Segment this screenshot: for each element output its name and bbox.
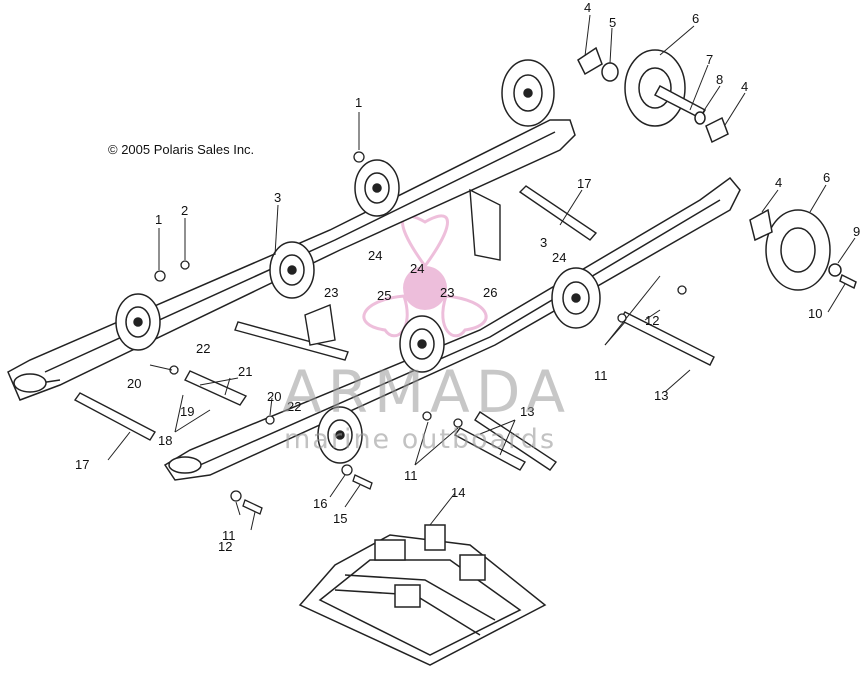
callout-11: 11 [222, 528, 236, 543]
leader-lines [107, 14, 856, 531]
cross-shafts [73, 185, 715, 471]
callout-26: 26 [483, 285, 497, 300]
callout-21: 21 [238, 364, 252, 379]
callout-7: 7 [706, 52, 713, 67]
callout-3: 3 [274, 190, 281, 205]
callout-6: 6 [692, 11, 699, 26]
callout-12: 12 [645, 313, 659, 328]
callout-14: 14 [451, 485, 465, 500]
callout-11: 11 [404, 468, 418, 483]
rail-wheels [115, 59, 601, 464]
callout-13: 13 [520, 404, 534, 419]
callout-1: 1 [155, 212, 162, 227]
callout-11: 11 [594, 368, 608, 383]
callout-19: 19 [180, 404, 194, 419]
callout-labels: 4 5 6 7 8 4 1 4 6 9 10 17 1 2 3 24 3 24 … [75, 0, 860, 554]
callout-20: 20 [127, 376, 141, 391]
callout-24: 24 [410, 261, 424, 276]
track [298, 524, 547, 666]
callout-10: 10 [808, 306, 822, 321]
callout-24: 24 [368, 248, 382, 263]
callout-9: 9 [853, 224, 860, 239]
hardware-nuts-bolts [154, 151, 687, 515]
callout-2: 2 [181, 203, 188, 218]
callout-6: 6 [823, 170, 830, 185]
copyright-notice: © 2005 Polaris Sales Inc. [108, 142, 255, 157]
callout-25: 25 [377, 288, 391, 303]
callout-23: 23 [440, 285, 454, 300]
callout-1: 1 [355, 95, 362, 110]
callout-15: 15 [333, 511, 347, 526]
callout-18: 18 [158, 433, 172, 448]
callout-8: 8 [716, 72, 723, 87]
callout-12: 12 [218, 539, 232, 554]
watermark-brand: ARMADA [282, 358, 572, 426]
callout-4: 4 [775, 175, 782, 190]
callout-23: 23 [324, 285, 338, 300]
callout-24: 24 [552, 250, 566, 265]
watermark-logo [362, 214, 488, 338]
callout-17: 17 [75, 457, 89, 472]
callout-13: 13 [654, 388, 668, 403]
callout-20: 20 [267, 389, 281, 404]
rear-axle-assembly [577, 46, 857, 291]
callout-16: 16 [313, 496, 327, 511]
callout-5: 5 [609, 15, 616, 30]
callout-4: 4 [741, 79, 748, 94]
watermark-tagline: marine outboards [284, 424, 557, 455]
callout-4: 4 [584, 0, 591, 15]
callout-17: 17 [577, 176, 591, 191]
callout-3: 3 [540, 235, 547, 250]
callout-22: 22 [196, 341, 210, 356]
callout-22: 22 [287, 399, 301, 414]
right-rail [163, 176, 741, 481]
